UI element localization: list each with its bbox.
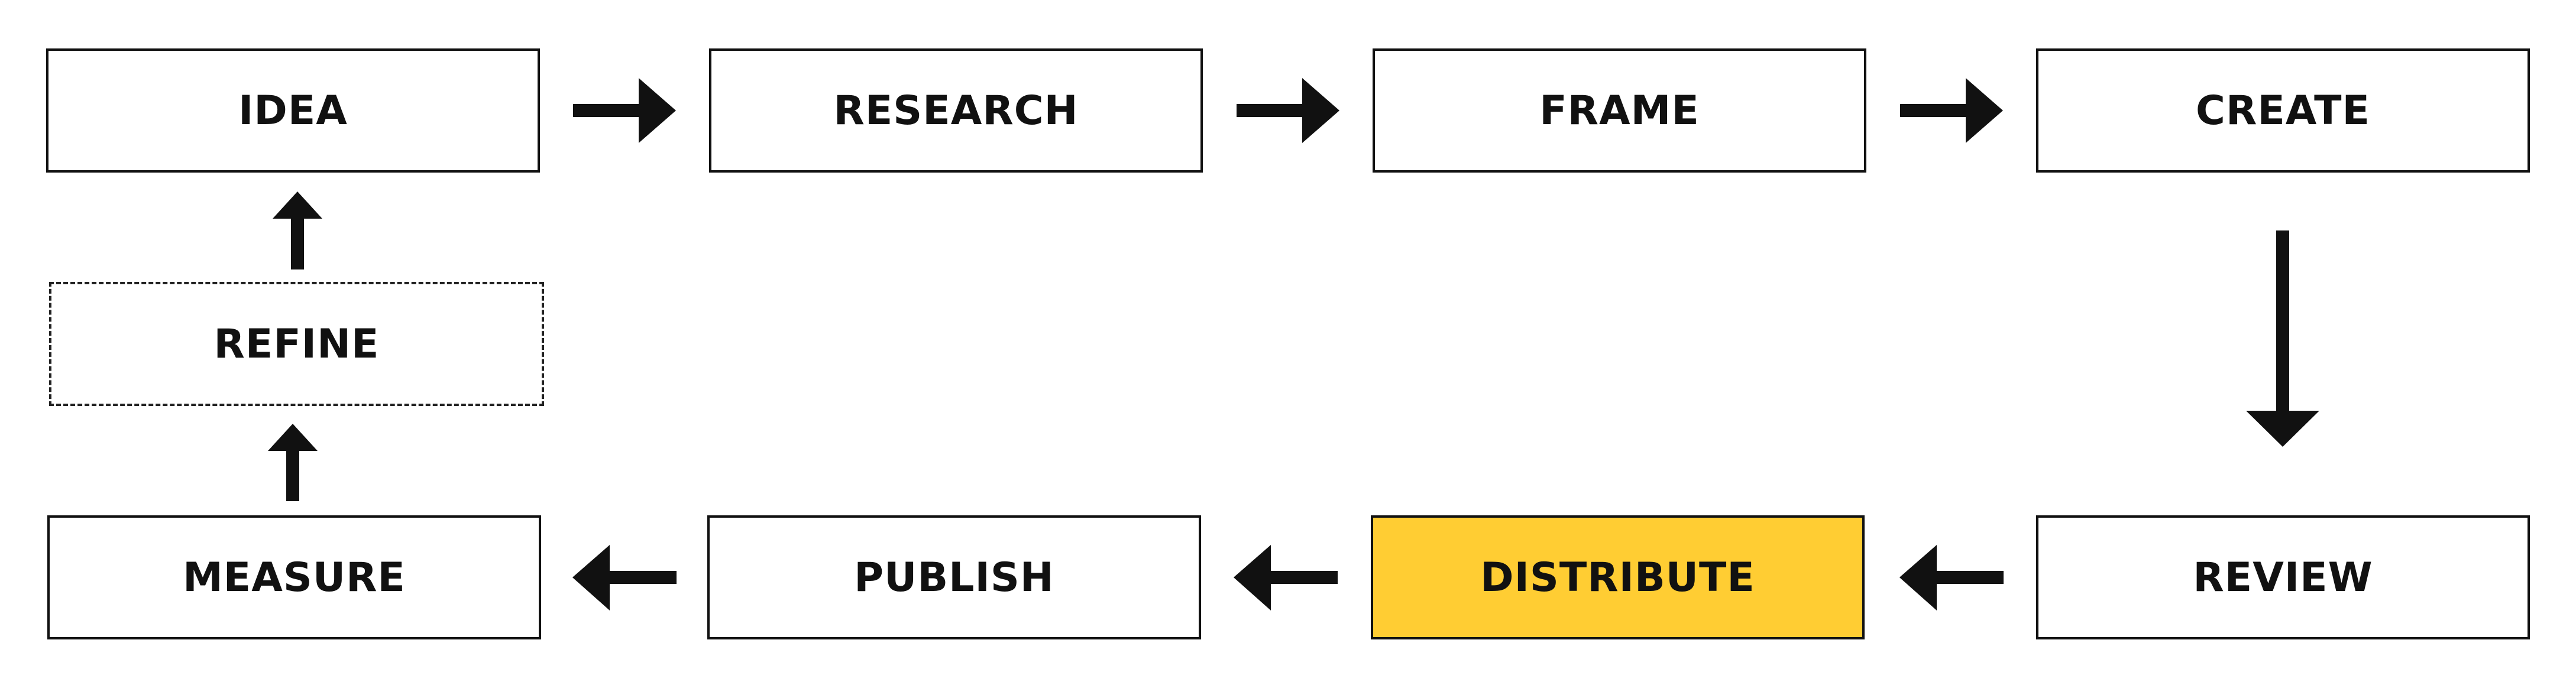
step-distribute: DISTRIBUTE xyxy=(1371,515,1865,639)
arrow-distribute-to-publish xyxy=(1234,545,1338,610)
step-publish: PUBLISH xyxy=(707,515,1201,639)
step-label-research: RESEARCH xyxy=(833,87,1079,134)
arrow-research-to-frame xyxy=(1237,78,1339,143)
step-label-review: REVIEW xyxy=(2193,554,2373,601)
step-research: RESEARCH xyxy=(709,48,1203,173)
arrow-frame-to-create xyxy=(1900,78,2003,143)
step-create: CREATE xyxy=(2036,48,2530,173)
step-frame: FRAME xyxy=(1373,48,1866,173)
step-label-frame: FRAME xyxy=(1539,87,1700,134)
step-label-refine: REFINE xyxy=(213,320,380,368)
arrow-idea-to-research xyxy=(573,78,676,143)
step-label-publish: PUBLISH xyxy=(854,554,1054,601)
step-refine: REFINE xyxy=(49,282,544,406)
step-label-create: CREATE xyxy=(2196,87,2370,134)
arrow-measure-to-refine xyxy=(268,424,318,501)
arrow-create-to-review xyxy=(2246,230,2319,447)
step-measure: MEASURE xyxy=(47,515,541,639)
arrow-publish-to-measure xyxy=(572,545,677,610)
step-label-measure: MEASURE xyxy=(183,554,406,601)
step-label-distribute: DISTRIBUTE xyxy=(1480,554,1755,601)
step-idea: IDEA xyxy=(46,48,540,173)
arrow-review-to-distribute xyxy=(1899,545,2004,610)
step-review: REVIEW xyxy=(2036,515,2530,639)
step-label-idea: IDEA xyxy=(238,87,348,134)
arrow-refine-to-idea xyxy=(273,191,322,269)
